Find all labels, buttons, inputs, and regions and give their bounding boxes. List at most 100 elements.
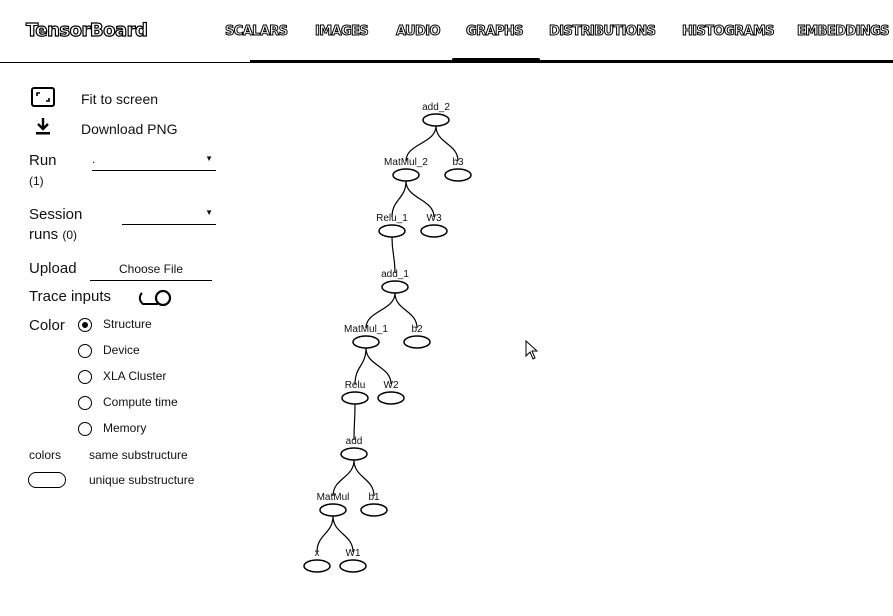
run-select-value: . bbox=[92, 152, 96, 166]
graph-edge-MatMul_2-Relu_1 bbox=[391, 180, 407, 218]
graph-edge-add-MatMul bbox=[332, 459, 355, 497]
radio-unselected-icon bbox=[78, 396, 92, 410]
session-runs-count: (0) bbox=[62, 228, 78, 242]
radio-label-xla-cluster: XLA Cluster bbox=[103, 369, 167, 383]
app-logo: TensorBoard bbox=[25, 19, 148, 41]
graph-edge-add_2-MatMul_2 bbox=[405, 125, 437, 162]
fit-to-screen-button[interactable] bbox=[30, 86, 56, 108]
tab-embeddings[interactable]: EMBEDDINGS bbox=[797, 24, 891, 40]
graph-node-Relu[interactable]: Relu bbox=[341, 380, 369, 405]
graph-node-add[interactable]: add bbox=[340, 436, 368, 461]
graph-node-W3[interactable]: W3 bbox=[420, 213, 448, 238]
graph-node-b3[interactable]: b3 bbox=[444, 157, 472, 182]
color-radio-compute-time[interactable]: Compute time bbox=[76, 394, 196, 414]
radio-label-device: Device bbox=[103, 343, 140, 357]
graph-node-label: b1 bbox=[368, 492, 380, 503]
radio-label-structure: Structure bbox=[103, 317, 152, 331]
run-select[interactable]: . ▼ bbox=[92, 152, 216, 171]
graph-node-shape[interactable] bbox=[392, 168, 420, 182]
unique-substructure-label: unique substructure bbox=[89, 473, 195, 487]
graph-node-label: add bbox=[346, 436, 363, 447]
graph-node-label: W2 bbox=[384, 380, 399, 391]
graph-edge-MatMul_2-W3 bbox=[405, 180, 435, 218]
fit-to-screen-label[interactable]: Fit to screen bbox=[81, 91, 159, 107]
graph-node-add_1[interactable]: add_1 bbox=[381, 269, 409, 294]
graph-node-shape[interactable] bbox=[352, 335, 380, 349]
trace-inputs-toggle[interactable] bbox=[138, 289, 174, 307]
radio-unselected-icon bbox=[78, 370, 92, 384]
graph-node-MatMul_1[interactable]: MatMul_1 bbox=[344, 324, 388, 349]
graph-node-label: Relu bbox=[345, 380, 366, 391]
graph-node-b1[interactable]: b1 bbox=[360, 492, 388, 517]
graph-edge-MatMul-x bbox=[316, 515, 334, 553]
graph-node-shape[interactable] bbox=[403, 335, 431, 349]
colors-legend-label: colors bbox=[29, 448, 62, 462]
run-count: (1) bbox=[29, 174, 44, 188]
graph-node-shape[interactable] bbox=[360, 503, 388, 517]
graph-node-label: x bbox=[315, 548, 320, 559]
graph-node-label: Relu_1 bbox=[376, 213, 408, 224]
radio-label-memory: Memory bbox=[103, 421, 147, 435]
graph-node-MatMul_2[interactable]: MatMul_2 bbox=[384, 157, 428, 182]
trace-inputs-label: Trace inputs bbox=[29, 288, 111, 305]
graph-node-shape[interactable] bbox=[381, 280, 409, 294]
graph-node-x[interactable]: x bbox=[303, 548, 331, 573]
mouse-cursor-icon bbox=[525, 339, 539, 365]
graph-node-shape[interactable] bbox=[444, 168, 472, 182]
graph-edge-add_1-b2 bbox=[394, 292, 418, 329]
run-label: Run bbox=[29, 152, 57, 169]
graph-node-shape[interactable] bbox=[377, 391, 405, 405]
color-radio-memory[interactable]: Memory bbox=[76, 420, 196, 440]
session-runs-label: runs (0) bbox=[29, 226, 77, 243]
graph-node-shape[interactable] bbox=[420, 224, 448, 238]
graph-node-label: add_2 bbox=[422, 102, 450, 113]
graph-node-shape[interactable] bbox=[422, 113, 450, 127]
graph-node-W1[interactable]: W1 bbox=[339, 548, 367, 573]
graph-node-shape[interactable] bbox=[319, 503, 347, 517]
tab-distributions[interactable]: DISTRIBUTIONS bbox=[548, 24, 656, 40]
graph-node-label: W1 bbox=[346, 548, 361, 559]
graph-node-label: MatMul_2 bbox=[384, 157, 428, 168]
graph-edge-Relu_1-add_1 bbox=[391, 236, 396, 274]
graph-node-Relu_1[interactable]: Relu_1 bbox=[376, 213, 408, 238]
active-tab-indicator bbox=[452, 58, 540, 61]
download-png-button[interactable] bbox=[30, 116, 56, 138]
download-png-label[interactable]: Download PNG bbox=[81, 121, 178, 137]
unique-substructure-swatch bbox=[28, 472, 66, 488]
graph-node-MatMul[interactable]: MatMul bbox=[317, 492, 350, 517]
graph-node-label: W3 bbox=[427, 213, 442, 224]
radio-selected-icon bbox=[78, 318, 92, 332]
graph-node-label: b2 bbox=[411, 324, 423, 335]
graph-node-shape[interactable] bbox=[341, 391, 369, 405]
header-divider bbox=[0, 62, 893, 63]
graph-node-W2[interactable]: W2 bbox=[377, 380, 405, 405]
graph-edge-add_1-MatMul_1 bbox=[365, 292, 396, 329]
choose-file-button[interactable]: Choose File bbox=[90, 258, 212, 281]
same-substructure-label: same substructure bbox=[89, 448, 188, 462]
session-label: Session bbox=[29, 206, 83, 223]
color-radio-xla-cluster[interactable]: XLA Cluster bbox=[76, 368, 196, 388]
color-radio-device[interactable]: Device bbox=[76, 342, 196, 362]
graph-node-shape[interactable] bbox=[340, 447, 368, 461]
tab-histograms[interactable]: HISTOGRAMS bbox=[681, 24, 775, 40]
graph-node-b2[interactable]: b2 bbox=[403, 324, 431, 349]
graph-node-label: MatMul bbox=[317, 492, 350, 503]
tab-images[interactable]: IMAGES bbox=[314, 24, 369, 40]
graph-node-label: MatMul_1 bbox=[344, 324, 388, 335]
graph-node-shape[interactable] bbox=[339, 559, 367, 573]
graph-node-label: add_1 bbox=[381, 269, 409, 280]
graph-node-add_2[interactable]: add_2 bbox=[422, 102, 450, 127]
graph-node-shape[interactable] bbox=[303, 559, 331, 573]
session-runs-select[interactable]: ▼ bbox=[122, 206, 216, 225]
graph-node-shape[interactable] bbox=[378, 224, 406, 238]
graph-edge-MatMul-W1 bbox=[332, 515, 354, 553]
tab-scalars[interactable]: SCALARS bbox=[224, 24, 288, 40]
chevron-down-icon: ▼ bbox=[205, 208, 213, 217]
fit-screen-icon bbox=[30, 87, 56, 112]
tab-graphs[interactable]: GRAPHS bbox=[466, 24, 525, 40]
color-radio-structure[interactable]: Structure bbox=[76, 316, 196, 336]
tab-audio[interactable]: AUDIO bbox=[396, 24, 442, 40]
graph-edge-MatMul_1-W2 bbox=[365, 347, 392, 385]
